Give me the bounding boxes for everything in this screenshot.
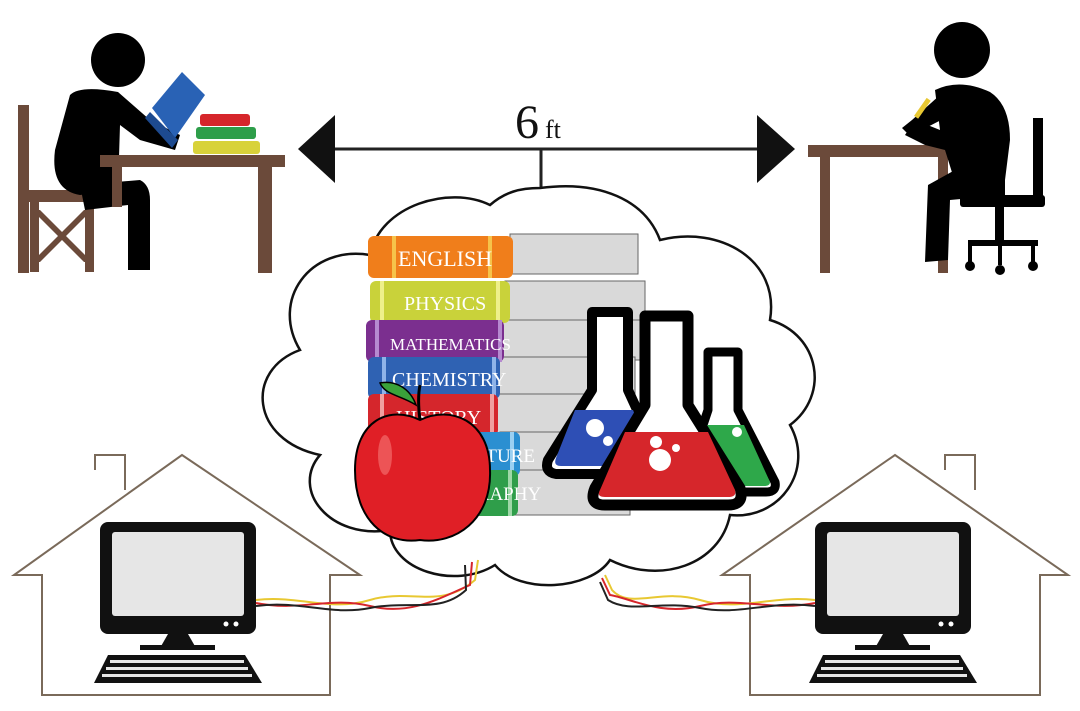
book-physics: PHYSICS bbox=[370, 281, 510, 323]
arrow-left-icon bbox=[298, 115, 335, 183]
book-label-physics: PHYSICS bbox=[404, 293, 486, 315]
book-mathematics: MATHEMATICS bbox=[366, 320, 511, 362]
arrow-right-icon bbox=[757, 115, 795, 183]
house-left-icon bbox=[10, 453, 364, 696]
book-label-chemistry: CHEMISTRY bbox=[392, 369, 506, 391]
house-right-icon bbox=[718, 453, 1072, 696]
flask-red-icon bbox=[587, 310, 747, 511]
flasks-icon bbox=[542, 307, 780, 511]
book-english: ENGLISH bbox=[368, 236, 513, 278]
apple-icon bbox=[353, 381, 492, 542]
distance-value: 6 bbox=[515, 96, 539, 149]
distance-unit: ft bbox=[545, 115, 562, 144]
student-reading-icon bbox=[18, 33, 285, 273]
distance-arrow bbox=[298, 115, 795, 188]
computer-right-icon bbox=[809, 522, 977, 683]
book-label-english: ENGLISH bbox=[398, 246, 492, 271]
cable-right-icon bbox=[599, 574, 816, 612]
student-writing-icon bbox=[808, 22, 1045, 275]
cable-left-icon bbox=[255, 559, 479, 612]
computer-left-icon bbox=[94, 522, 262, 683]
book-label-mathematics: MATHEMATICS bbox=[390, 335, 511, 354]
